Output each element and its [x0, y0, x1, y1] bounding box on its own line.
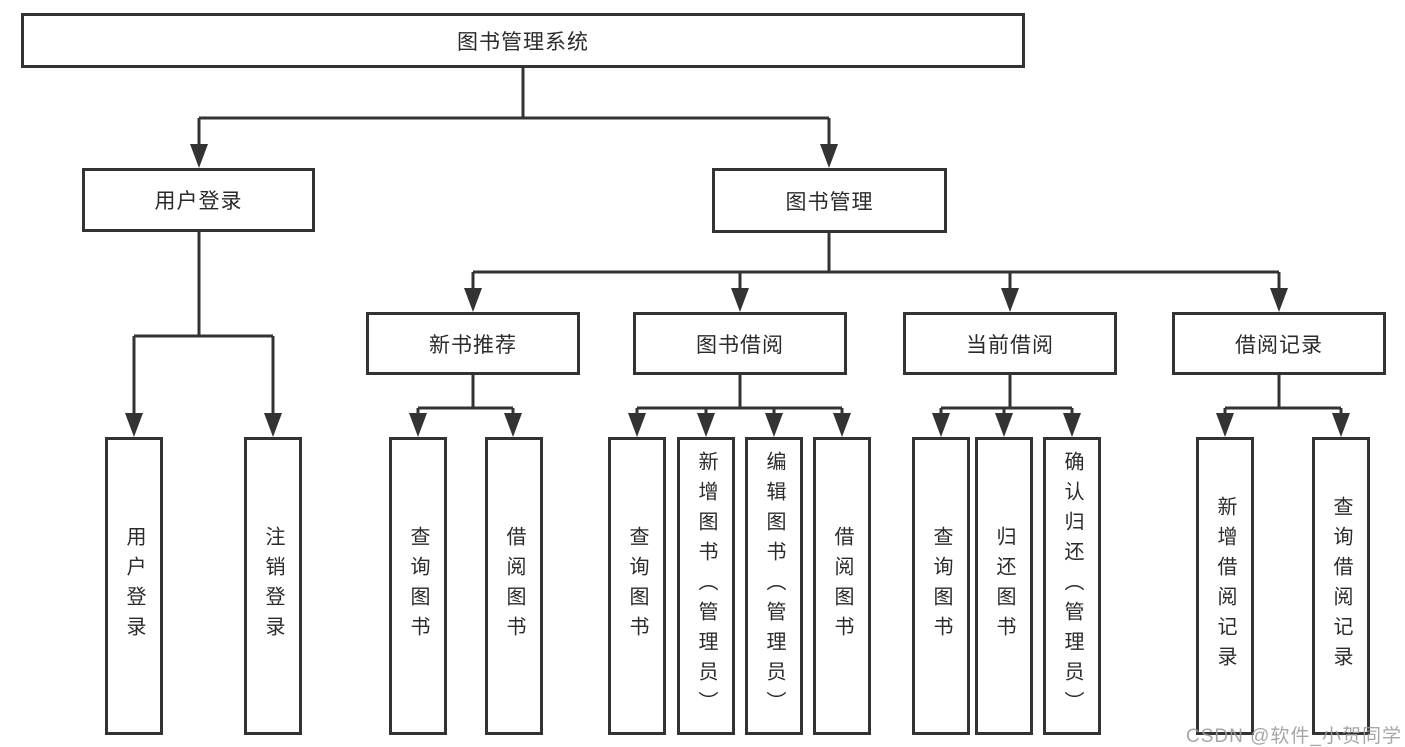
node-book-management: 图书管理 [712, 168, 947, 233]
node-book-borrow-label: 图书借阅 [696, 333, 784, 357]
node-new-book-recommend-label: 新书推荐 [429, 333, 517, 357]
node-leaf-confirm-return-admin-label: 确认归还（管理员） [1061, 451, 1083, 721]
node-borrow-record-label: 借阅记录 [1235, 333, 1323, 357]
node-leaf-return-books: 归还图书 [975, 437, 1033, 735]
node-current-borrow-label: 当前借阅 [966, 333, 1054, 357]
watermark: CSDN @软件_小贺同学 [1186, 726, 1402, 747]
node-leaf-current-query-books-label: 查询图书 [930, 526, 952, 646]
node-leaf-confirm-return-admin: 确认归还（管理员） [1043, 437, 1101, 735]
node-leaf-current-query-books: 查询图书 [912, 437, 970, 735]
node-leaf-borrow-books-label: 借阅图书 [831, 526, 853, 646]
node-book-management-label: 图书管理 [785, 190, 874, 214]
node-user-login-label: 用户登录 [154, 190, 243, 213]
node-leaf-add-books-admin: 新增图书（管理员） [677, 437, 735, 735]
node-leaf-add-borrow-record-label: 新增借阅记录 [1214, 496, 1236, 676]
node-library-system: 图书管理系统 [21, 13, 1025, 68]
node-leaf-logout: 注销登录 [244, 437, 302, 735]
node-leaf-newrec-query-books: 查询图书 [389, 437, 447, 735]
node-leaf-logout-label: 注销登录 [262, 526, 284, 646]
node-borrow-record: 借阅记录 [1172, 312, 1386, 375]
node-library-system-label: 图书管理系统 [457, 30, 589, 54]
node-leaf-borrow-query-books: 查询图书 [608, 437, 666, 735]
node-new-book-recommend: 新书推荐 [366, 312, 580, 375]
node-current-borrow: 当前借阅 [903, 312, 1117, 375]
node-leaf-newrec-query-books-label: 查询图书 [407, 526, 429, 646]
node-book-borrow: 图书借阅 [633, 312, 847, 375]
node-leaf-borrow-books: 借阅图书 [813, 437, 871, 735]
node-leaf-query-borrow-record: 查询借阅记录 [1312, 437, 1370, 735]
node-leaf-newrec-borrow-books-label: 借阅图书 [503, 526, 525, 646]
node-leaf-add-books-admin-label: 新增图书（管理员） [695, 451, 717, 721]
node-leaf-newrec-borrow-books: 借阅图书 [485, 437, 543, 735]
node-leaf-query-borrow-record-label: 查询借阅记录 [1330, 496, 1352, 676]
node-user-login: 用户登录 [82, 168, 315, 232]
node-leaf-user-login-label: 用户登录 [123, 526, 145, 646]
node-leaf-borrow-query-books-label: 查询图书 [626, 526, 648, 646]
node-leaf-add-borrow-record: 新增借阅记录 [1196, 437, 1254, 735]
node-leaf-return-books-label: 归还图书 [993, 526, 1015, 646]
node-leaf-edit-books-admin: 编辑图书（管理员） [745, 437, 803, 735]
node-leaf-user-login: 用户登录 [105, 437, 163, 735]
node-leaf-edit-books-admin-label: 编辑图书（管理员） [763, 451, 785, 721]
